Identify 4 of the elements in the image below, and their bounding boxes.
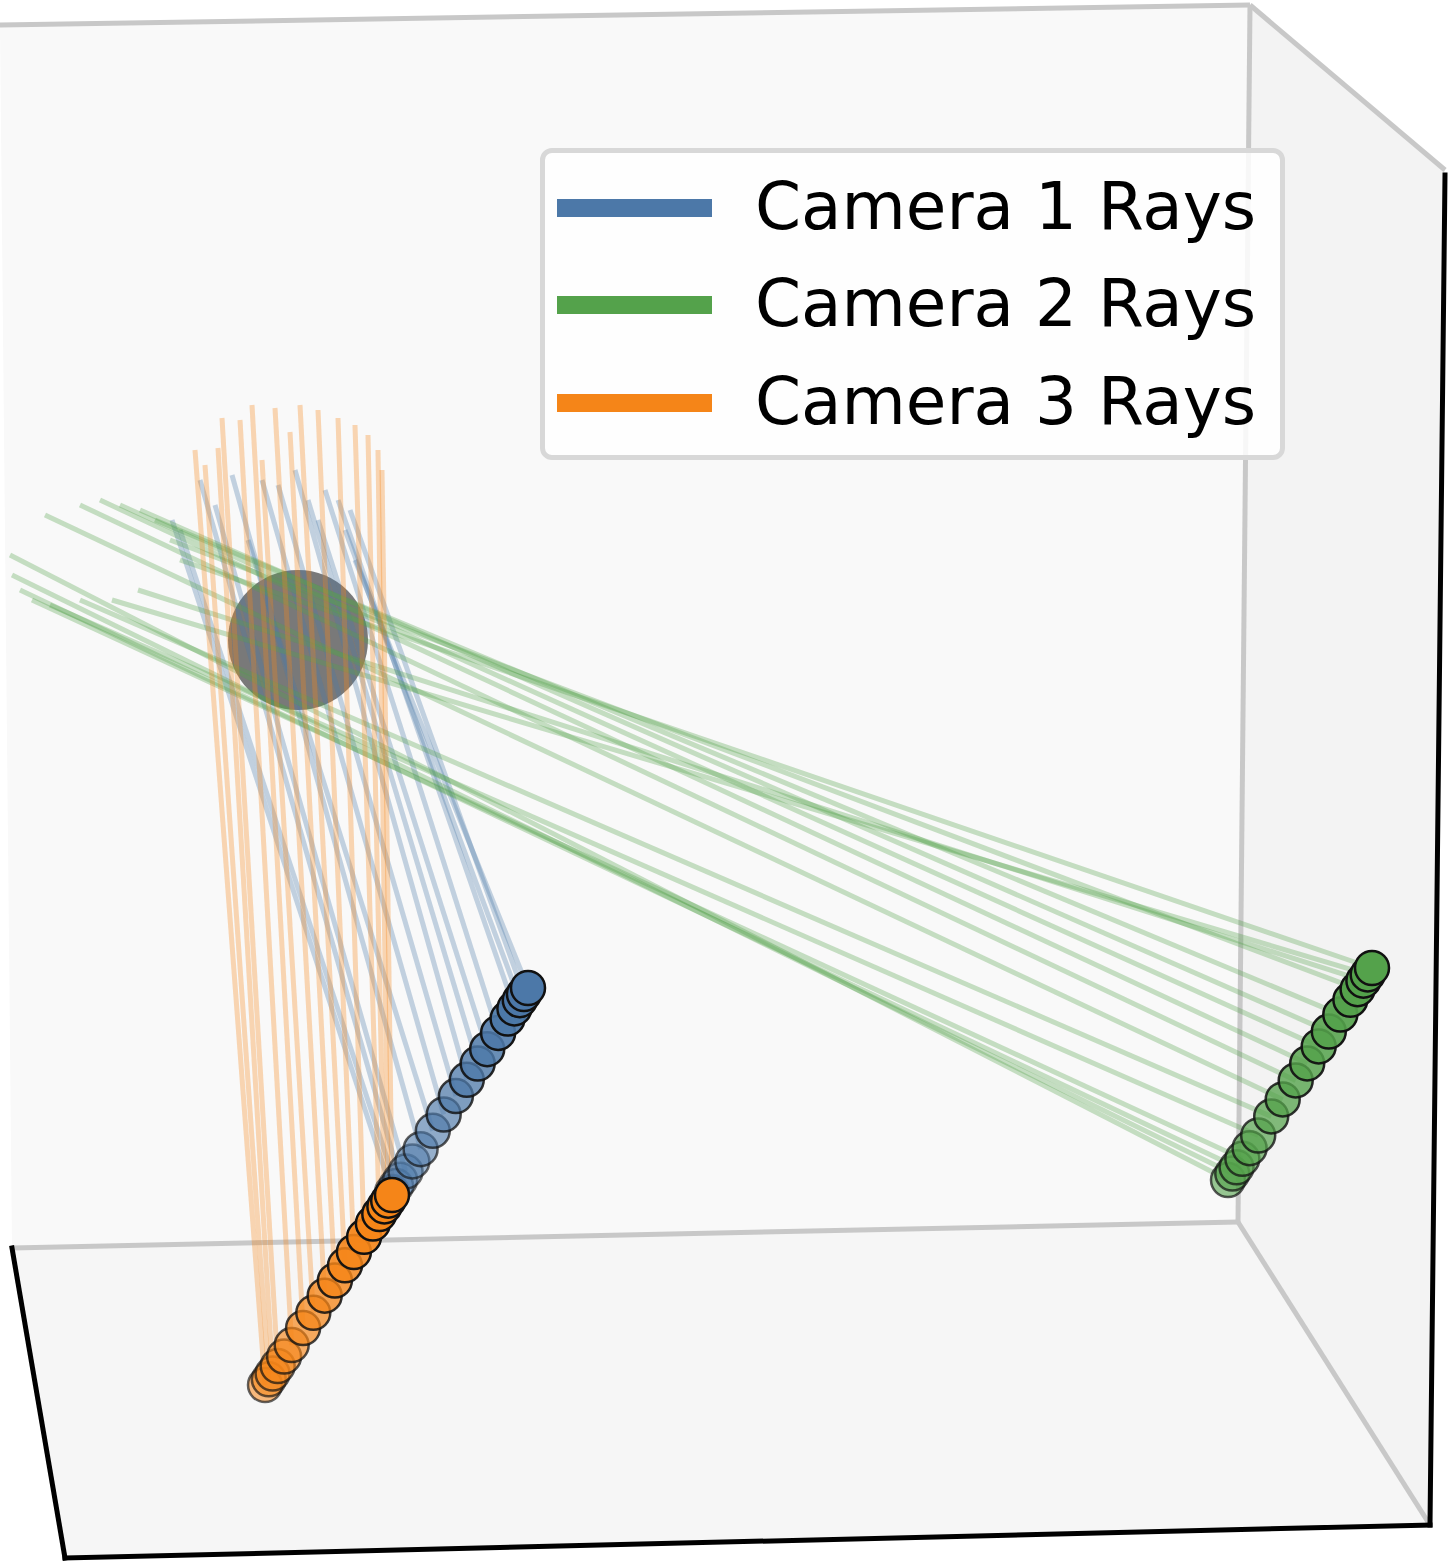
legend-label: Camera 2 Rays <box>755 267 1257 341</box>
legend-label: Camera 1 Rays <box>755 170 1257 244</box>
legend-label: Camera 3 Rays <box>755 365 1257 439</box>
sphere <box>228 570 368 710</box>
